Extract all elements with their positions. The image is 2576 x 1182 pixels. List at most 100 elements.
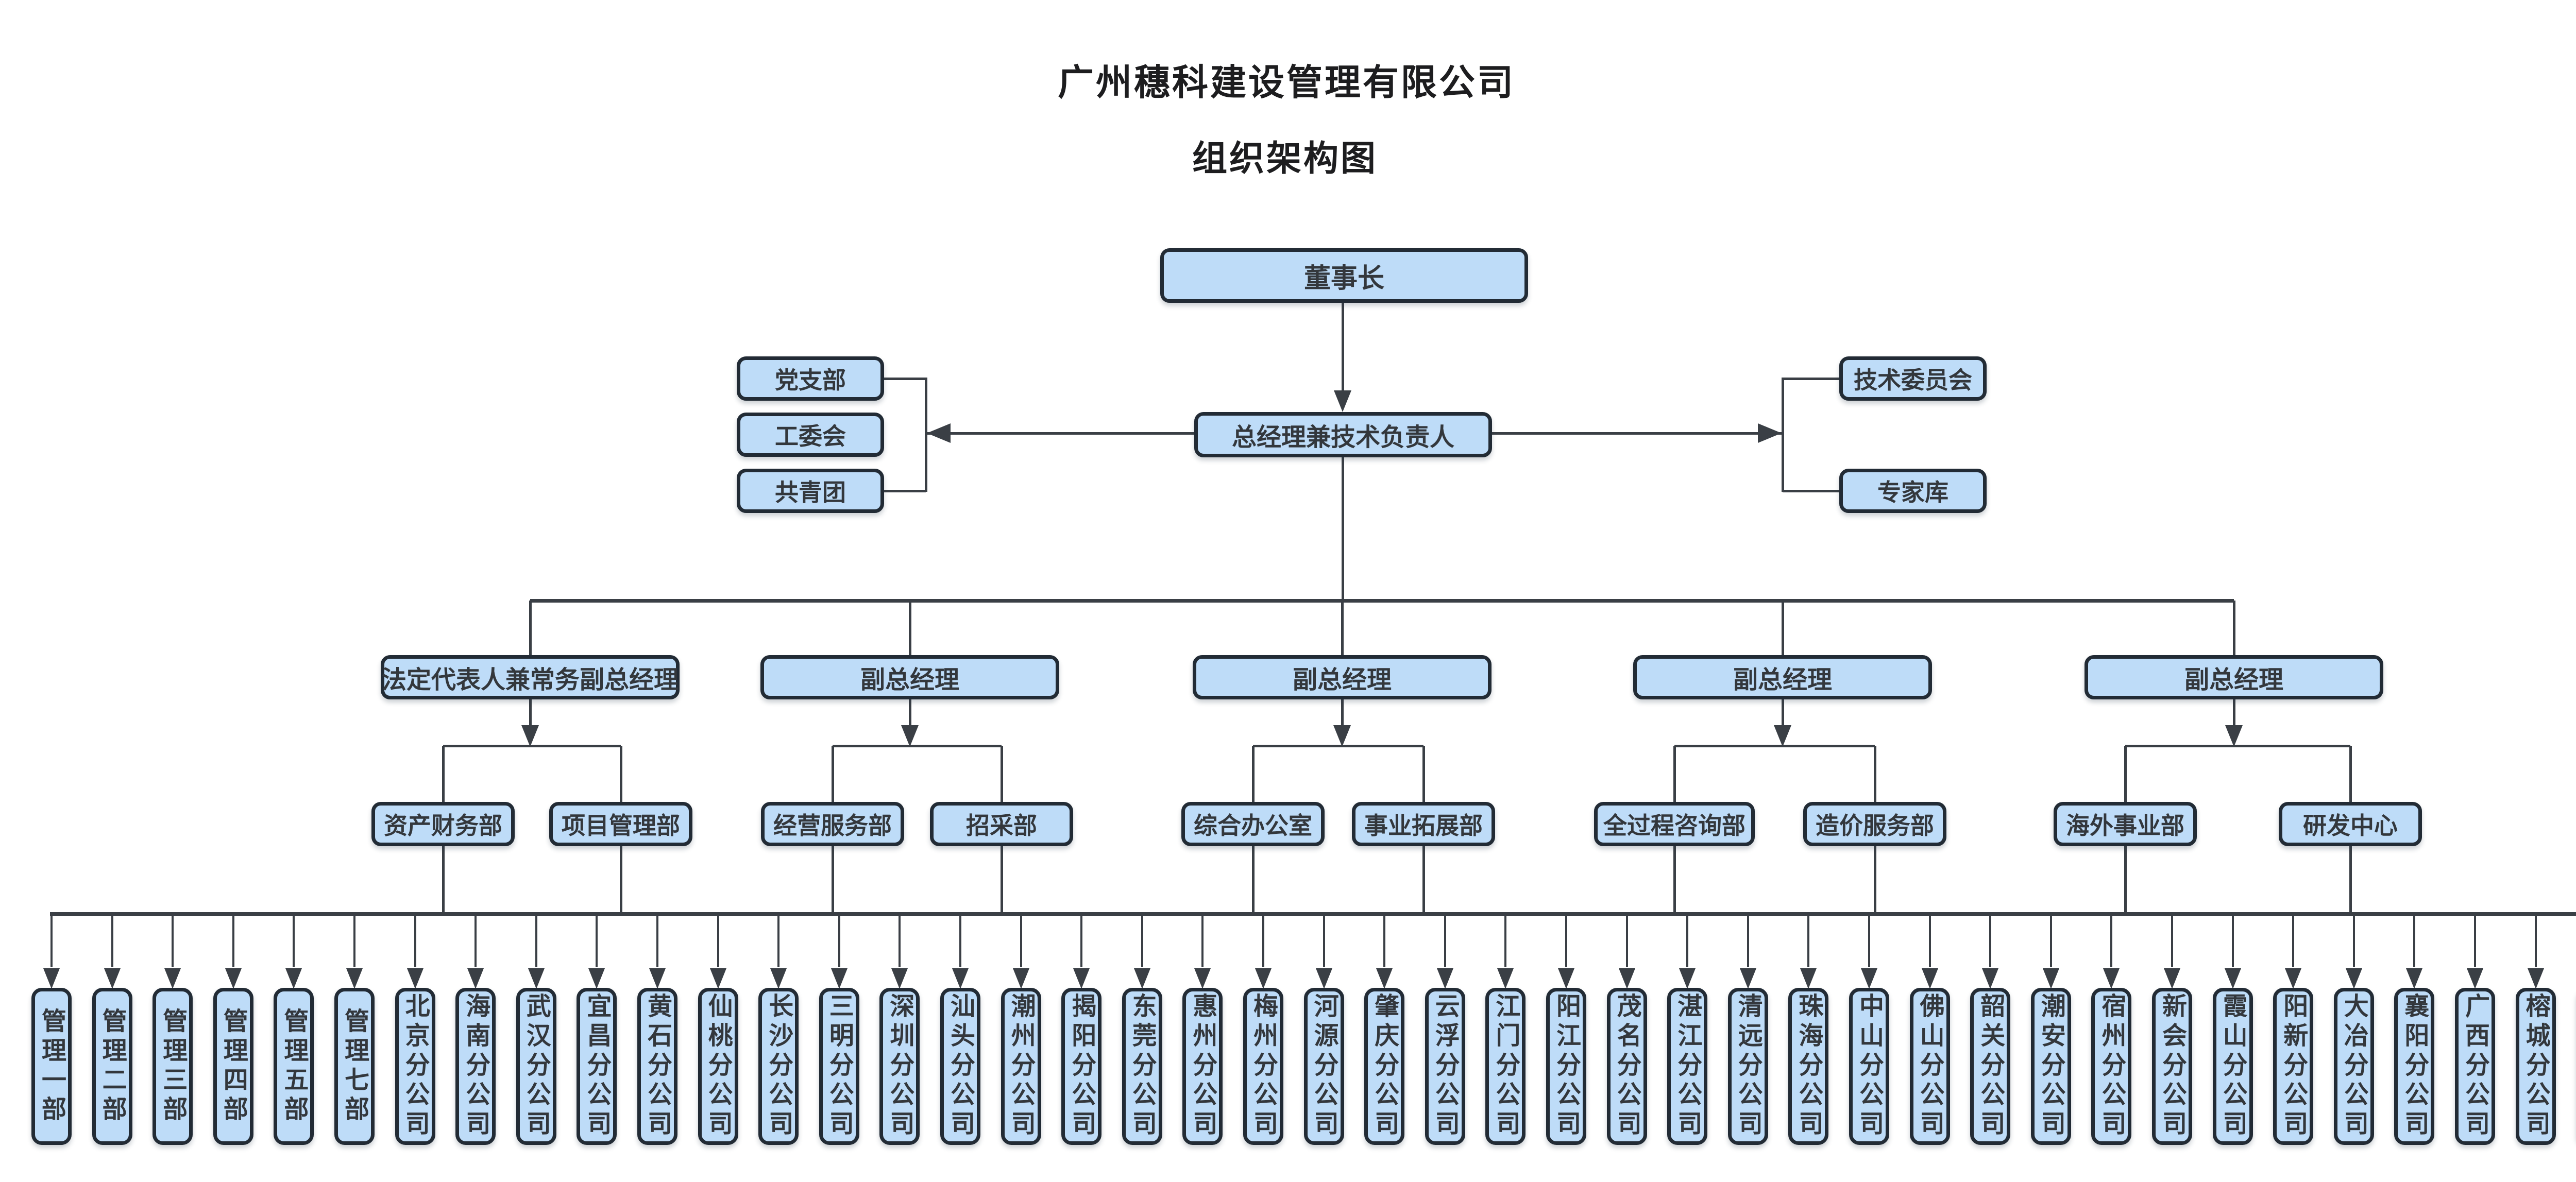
- connector-line: [1341, 699, 1344, 726]
- connector-line: [529, 601, 532, 655]
- connector-line: [1781, 378, 1784, 492]
- arrowhead-down-icon: [2345, 968, 2362, 989]
- node-department-4: 综合办公室: [1181, 802, 1325, 846]
- arrowhead-down-icon: [2467, 968, 2483, 989]
- connector-line: [293, 914, 295, 967]
- connector-line: [1080, 914, 1083, 967]
- arrowhead-down-icon: [2164, 968, 2180, 989]
- node-unit-36: 霞山分公司: [2212, 988, 2253, 1145]
- connector-line: [535, 914, 537, 967]
- node-executive-0: 法定代表人兼常务副总经理: [381, 655, 680, 699]
- node-unit-6: 北京分公司: [395, 988, 435, 1145]
- arrowhead-right-icon: [1758, 423, 1782, 443]
- arrowhead-down-icon: [1921, 968, 1938, 989]
- connector-line: [2292, 914, 2295, 967]
- connector-line: [831, 746, 834, 802]
- node-unit-1: 管理二部: [92, 988, 132, 1145]
- connector-line: [619, 746, 622, 802]
- node-unit-26: 茂名分公司: [1606, 988, 1647, 1145]
- node-unit-18: 东莞分公司: [1122, 988, 1162, 1145]
- node-department-0: 资产财务部: [371, 802, 515, 846]
- arrowhead-down-icon: [1133, 968, 1150, 989]
- node-unit-22: 肇庆分公司: [1364, 988, 1405, 1145]
- node-executive-4: 副总经理: [2084, 655, 2383, 699]
- connector-line: [1565, 914, 1567, 967]
- node-unit-34: 宿州分公司: [2091, 988, 2132, 1145]
- arrowhead-down-icon: [1618, 968, 1635, 989]
- node-unit-16: 潮州分公司: [1001, 988, 1041, 1145]
- node-unit-4: 管理五部: [274, 988, 314, 1145]
- connector-line: [2352, 914, 2355, 967]
- connector-line: [717, 914, 719, 967]
- node-unit-40: 广西分公司: [2455, 988, 2495, 1145]
- node-executive-2: 副总经理: [1193, 655, 1492, 699]
- connector-line: [926, 432, 1194, 435]
- connector-line: [1341, 601, 1344, 655]
- connector-line: [908, 699, 911, 726]
- arrowhead-down-icon: [528, 968, 545, 989]
- arrowhead-down-icon: [225, 968, 242, 989]
- node-department-9: 研发中心: [2279, 802, 2422, 846]
- connector-line: [2049, 914, 2052, 967]
- node-unit-35: 新会分公司: [2152, 988, 2192, 1145]
- node-left-group-0: 党支部: [737, 356, 884, 401]
- connector-line: [530, 598, 2234, 603]
- node-unit-27: 湛江分公司: [1667, 988, 1708, 1145]
- node-unit-37: 阳新分公司: [2273, 988, 2314, 1145]
- connector-line: [2474, 914, 2476, 967]
- connector-line: [1781, 699, 1784, 726]
- connector-line: [1000, 746, 1003, 802]
- connector-line: [1781, 601, 1784, 655]
- node-unit-10: 黄石分公司: [637, 988, 677, 1145]
- node-unit-20: 梅州分公司: [1243, 988, 1283, 1145]
- connector-line: [1873, 846, 1876, 914]
- connector-line: [1807, 914, 1810, 967]
- arrowhead-down-icon: [2225, 725, 2243, 747]
- connector-line: [1020, 914, 1022, 967]
- connector-line: [1422, 746, 1425, 802]
- arrowhead-left-icon: [927, 423, 951, 443]
- connector-line: [1625, 914, 1628, 967]
- connector-line: [1504, 914, 1507, 967]
- arrowhead-down-icon: [1774, 725, 1791, 747]
- connector-line: [1673, 846, 1676, 914]
- connector-line: [1444, 914, 1446, 967]
- arrowhead-down-icon: [1376, 968, 1393, 989]
- connector-line: [2349, 846, 2352, 914]
- node-unit-9: 宜昌分公司: [577, 988, 617, 1145]
- arrowhead-down-icon: [1739, 968, 1756, 989]
- arrowhead-down-icon: [164, 968, 181, 989]
- node-unit-8: 武汉分公司: [516, 988, 556, 1145]
- arrowhead-down-icon: [1194, 968, 1211, 989]
- connector-line: [2110, 914, 2113, 967]
- arrowhead-down-icon: [770, 968, 787, 989]
- node-left-group-1: 工委会: [737, 413, 884, 457]
- connector-line: [1323, 914, 1325, 967]
- node-unit-38: 大冶分公司: [2333, 988, 2374, 1145]
- connector-line: [1868, 914, 1870, 967]
- connector-line: [1251, 746, 1255, 802]
- arrowhead-down-icon: [285, 968, 302, 989]
- connector-line: [619, 846, 622, 914]
- arrowhead-down-icon: [1334, 390, 1351, 412]
- node-unit-33: 潮安分公司: [2030, 988, 2071, 1145]
- connector-line: [908, 601, 911, 655]
- node-department-3: 招采部: [930, 802, 1073, 846]
- arrowhead-down-icon: [1315, 968, 1332, 989]
- arrowhead-down-icon: [1982, 968, 1999, 989]
- arrowhead-down-icon: [1497, 968, 1514, 989]
- node-unit-21: 河源分公司: [1303, 988, 1344, 1145]
- node-right-group-0: 技术委员会: [1839, 356, 1987, 401]
- connector-line: [2171, 914, 2173, 967]
- arrowhead-down-icon: [104, 968, 121, 989]
- arrowhead-down-icon: [521, 725, 539, 747]
- arrowhead-down-icon: [1558, 968, 1574, 989]
- connector-line: [414, 914, 416, 967]
- connector-line: [1141, 914, 1143, 967]
- arrowhead-down-icon: [588, 968, 605, 989]
- arrowhead-down-icon: [1800, 968, 1817, 989]
- connector-line: [924, 378, 927, 492]
- connector-line: [2124, 846, 2127, 914]
- connector-line: [1262, 914, 1264, 967]
- arrowhead-down-icon: [1012, 968, 1029, 989]
